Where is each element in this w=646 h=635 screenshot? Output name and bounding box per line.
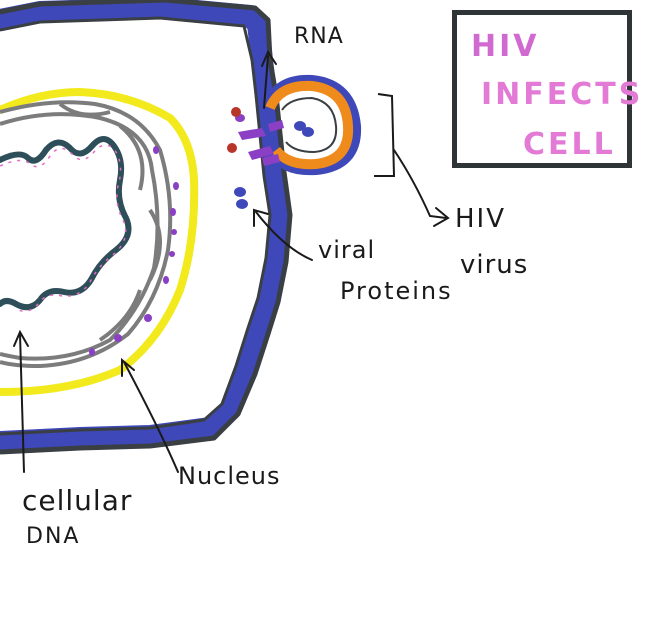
nucleus-arrow [123,361,179,473]
hiv-virus-particle [261,74,362,176]
rna-arrow [263,55,269,109]
nucleus-inner-membrane [0,100,173,369]
viral-proteins-arrow [255,211,313,261]
hiv-arrow [393,149,447,219]
rna-arrowhead [261,49,277,67]
label-hiv: HIV [455,204,507,234]
annotation-arrows [13,49,450,473]
title-line-hiv: HIV [471,29,540,64]
label-dna: DNA [26,524,81,549]
rna-dots [227,107,241,153]
label-nucleus: Nucleus [178,462,281,490]
nucleus-arrowhead [121,357,135,377]
title-line-infects: INFECTS [481,77,644,112]
virus-internal-proteins [294,121,314,137]
virus-bracket [374,93,396,177]
label-proteins: Proteins [340,277,453,305]
nuclear-dots [89,146,179,356]
nuclear-envelope [0,87,199,396]
cellular-dna [0,136,132,312]
viral-proteins-cluster [235,114,284,166]
label-rna: RNA [294,24,344,49]
label-cellular: cellular [22,484,133,517]
label-virus: virus [460,250,529,280]
hiv-arrowhead [433,207,450,227]
dna-arrow [19,333,25,473]
label-viral: viral [318,236,376,264]
cell-membrane [0,0,293,455]
viral-proteins-blue [234,187,248,209]
title-line-cell: CELL [523,127,616,162]
dna-arrowhead [13,329,29,347]
viral-proteins-arrowhead [253,208,269,227]
title-box: HIV INFECTS CELL [452,10,640,168]
